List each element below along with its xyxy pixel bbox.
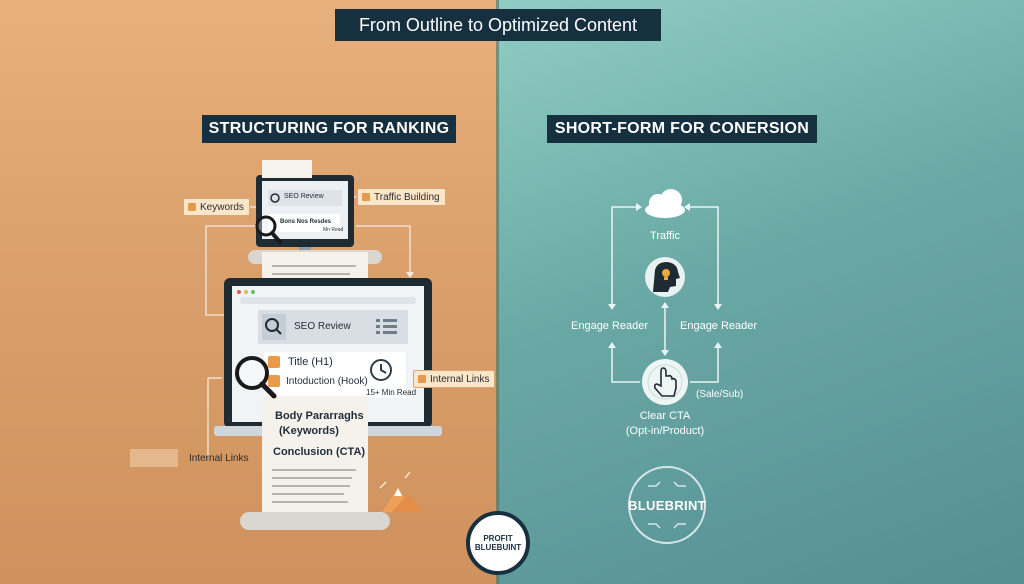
tag-square-icon [418,375,426,383]
read-time-label: 15+ Min Read [366,388,417,397]
blueprint-badge: BLUEBRINT [628,466,706,544]
laptop-search-label: SEO Review [294,321,351,332]
magnifier-large-icon [235,356,277,399]
tag-traffic-building: Traffic Building [357,188,446,206]
flow-engage-right-label: Engage Reader [680,320,758,332]
motion-streak [130,449,178,467]
magnifier-small-icon [255,215,282,244]
logo-line1: PROFIT [483,534,513,543]
tag-square-icon [362,193,370,201]
small-monitor-search-label: SEO Review [284,193,324,200]
panel-divider [496,0,499,584]
doc-body-paragraphs: Body Pararraghs [275,410,364,422]
flow-engage-left-label: Engage Reader [571,320,649,332]
flow-cta-sub-label: (Opt-in/Product) [625,425,705,437]
tag-square-icon [188,203,196,211]
mountain-icon [379,471,424,512]
head-bulb-icon [645,257,685,297]
small-monitor-badge: Mn Read [323,227,344,233]
laptop-title-item: Title (H1) [288,356,333,368]
cloud-icon [645,189,685,218]
small-monitor-line: Bons Nos Resdes [280,219,332,225]
right-panel [498,0,1024,584]
tag-keywords: Keywords [183,198,250,216]
logo-line2: BLUEBUINT [474,543,522,552]
tap-hand-icon [642,359,688,405]
doc-keywords: (Keywords) [279,425,339,437]
flow-sale-sub-label: (Sale/Sub) [696,389,744,400]
flow-connectors [611,206,719,383]
tag-internal-links-right: Internal Links [413,370,496,388]
tag-internal-links-left: Internal Links [189,452,249,464]
flow-cta-label: Clear CTA [639,410,691,422]
blueprint-badge-text: BLUEBRINT [628,497,706,513]
section-title-conversion: SHORT-FORM FOR CONERSION [547,115,817,143]
flow-traffic-label: Traffic [650,230,680,242]
document-scroll [240,396,390,530]
main-title: From Outline to Optimized Content [335,9,661,41]
laptop-intro-item: Intoduction (Hook) [286,376,368,387]
small-monitor [256,160,354,254]
section-title-ranking: STRUCTURING FOR RANKING [202,115,456,143]
doc-conclusion: Conclusion (CTA) [273,446,366,458]
profit-blueprint-logo: PROFIT BLUEBUINT [466,511,530,575]
